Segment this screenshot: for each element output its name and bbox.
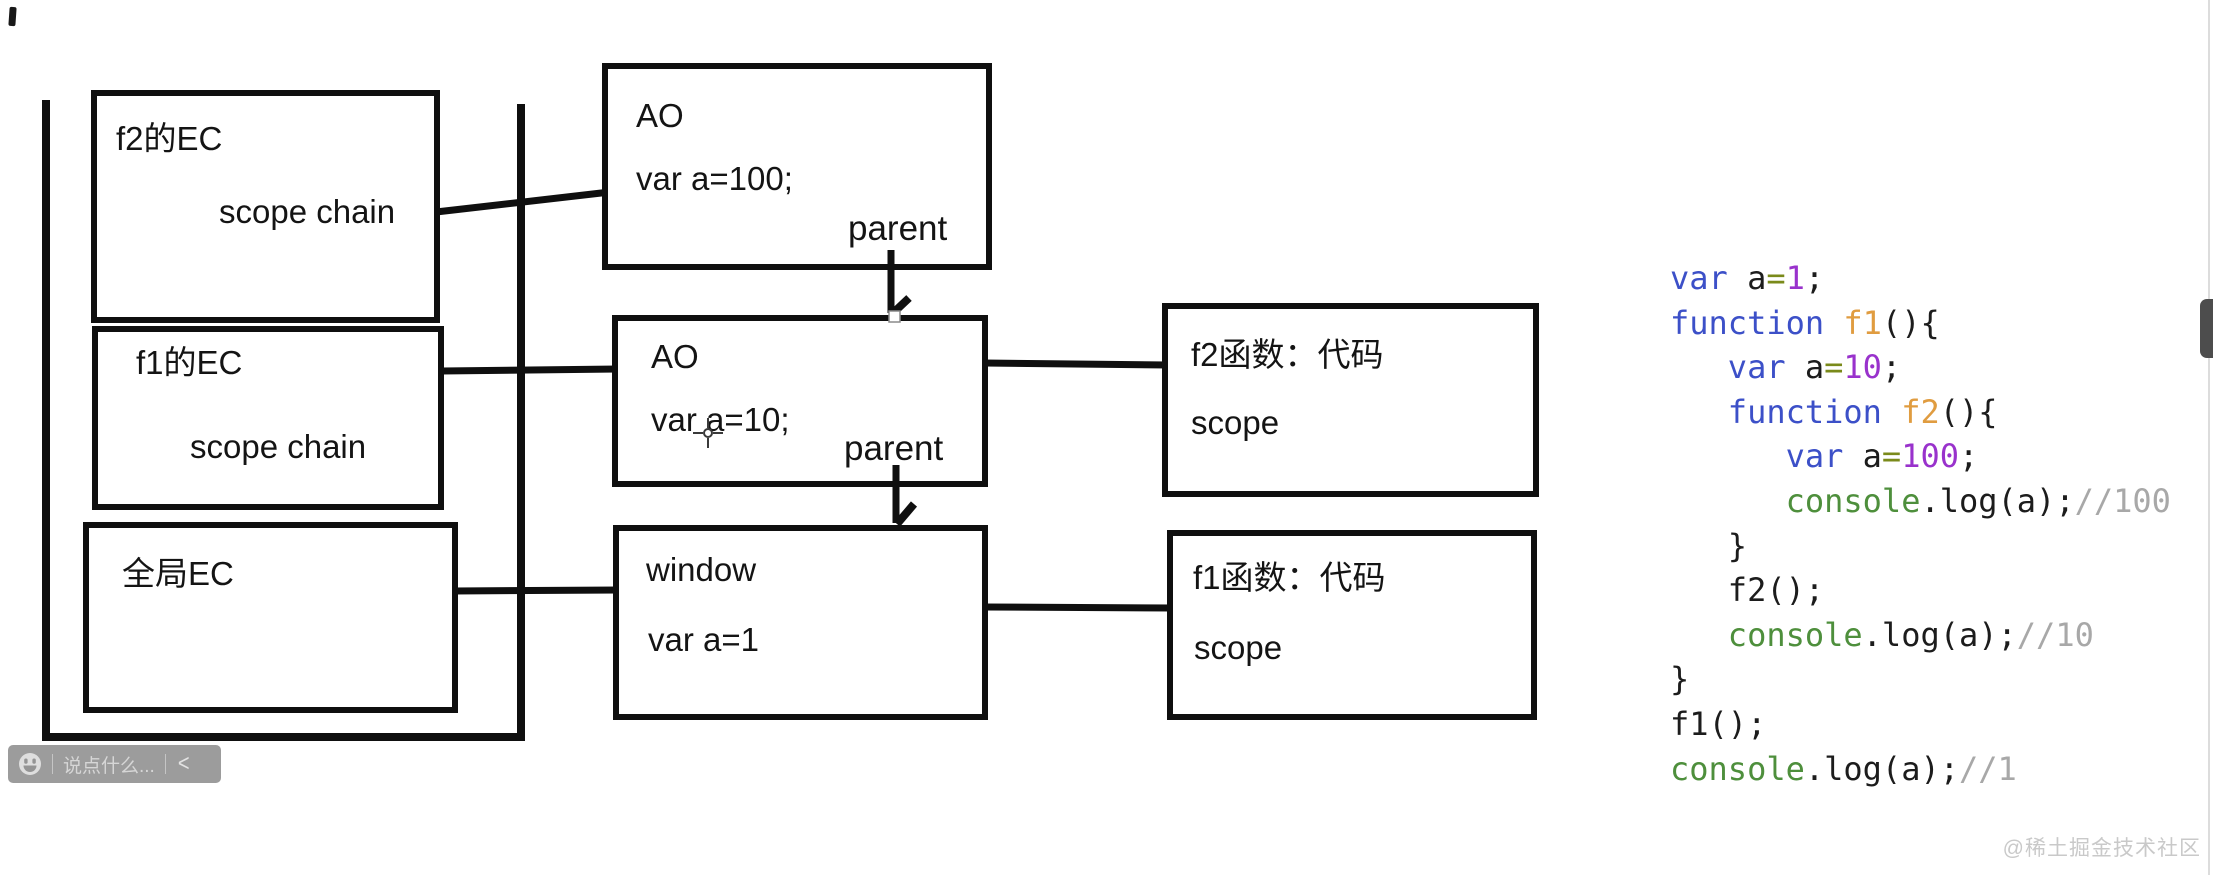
box-global-ec: 全局EC: [83, 522, 458, 713]
collapse-chevron-icon[interactable]: <: [177, 750, 190, 777]
emoji-icon[interactable]: [18, 752, 42, 776]
parent-label: parent: [848, 209, 948, 248]
code-line: var a=1;: [1670, 259, 1825, 297]
connector-ao2-f2fn: [983, 359, 1169, 369]
box-subtitle: scope: [1194, 629, 1283, 666]
box-title: window: [646, 551, 757, 588]
box-title: f1函数：代码: [1193, 559, 1386, 596]
box-f1-ec: f1的EC scope chain: [92, 326, 444, 510]
connector-window-f1fn: [983, 603, 1174, 612]
box-title: AO: [636, 97, 684, 134]
code-line: function f2(){: [1727, 392, 1998, 431]
connector-f2ec-ao1: [435, 188, 611, 216]
box-f1-function: f1函数：代码 scope: [1167, 530, 1537, 720]
selection-handle: [888, 310, 901, 323]
code-line: console.log(a);//100: [1785, 481, 2171, 520]
box-f2-ec: f2的EC scope chain: [91, 90, 440, 323]
box-variable: var a=100;: [636, 160, 793, 197]
code-line: f1();: [1670, 704, 1767, 743]
code-line: f2();: [1670, 571, 1825, 610]
code-line: }: [1670, 526, 1748, 565]
box-ao-f2: AO var a=100; parent: [602, 63, 992, 270]
box-title: AO: [651, 338, 699, 375]
connector-global-window: [453, 586, 621, 595]
code-line: var a=100;: [1785, 437, 1979, 476]
box-window: window var a=1: [613, 525, 988, 720]
box-ao-f1: AO var a=10; parent: [612, 315, 988, 487]
watermark: @稀土掘金技术社区: [2002, 837, 2201, 860]
box-title: f2的EC: [116, 120, 223, 157]
connector-f1ec-ao2: [441, 365, 619, 375]
box-variable: var a=10;: [651, 401, 790, 438]
code-line: }: [1670, 660, 1690, 699]
parent-arrow-2-head: [893, 501, 918, 527]
code-line: console.log(a);//10: [1727, 615, 2094, 654]
code-line: var a=10;: [1727, 348, 1902, 387]
chat-input-placeholder[interactable]: 说点什么...: [63, 755, 155, 777]
scrollbar-thumb[interactable]: [2200, 299, 2213, 358]
box-variable: var a=1: [648, 621, 759, 658]
scrollbar-track[interactable]: [2208, 0, 2210, 875]
code-line: console.log(a);//1: [1670, 749, 2017, 788]
chatbar-divider: [52, 754, 53, 774]
box-subtitle: scope chain: [190, 428, 367, 465]
crosshair-cursor: [693, 418, 723, 448]
box-subtitle: scope: [1191, 404, 1280, 441]
chat-bar[interactable]: 说点什么... <: [8, 745, 221, 783]
box-subtitle: scope chain: [219, 193, 396, 230]
box-title: f1的EC: [136, 344, 243, 381]
chatbar-divider: [164, 754, 166, 774]
code-line: function f1(){: [1670, 303, 1940, 342]
code-snippet: var a=1; function f1(){ var a=10; functi…: [1670, 256, 2171, 791]
parent-label: parent: [844, 429, 944, 468]
box-f2-function: f2函数：代码 scope: [1162, 303, 1539, 497]
box-title: f2函数：代码: [1191, 336, 1384, 373]
box-title: 全局EC: [122, 555, 234, 592]
